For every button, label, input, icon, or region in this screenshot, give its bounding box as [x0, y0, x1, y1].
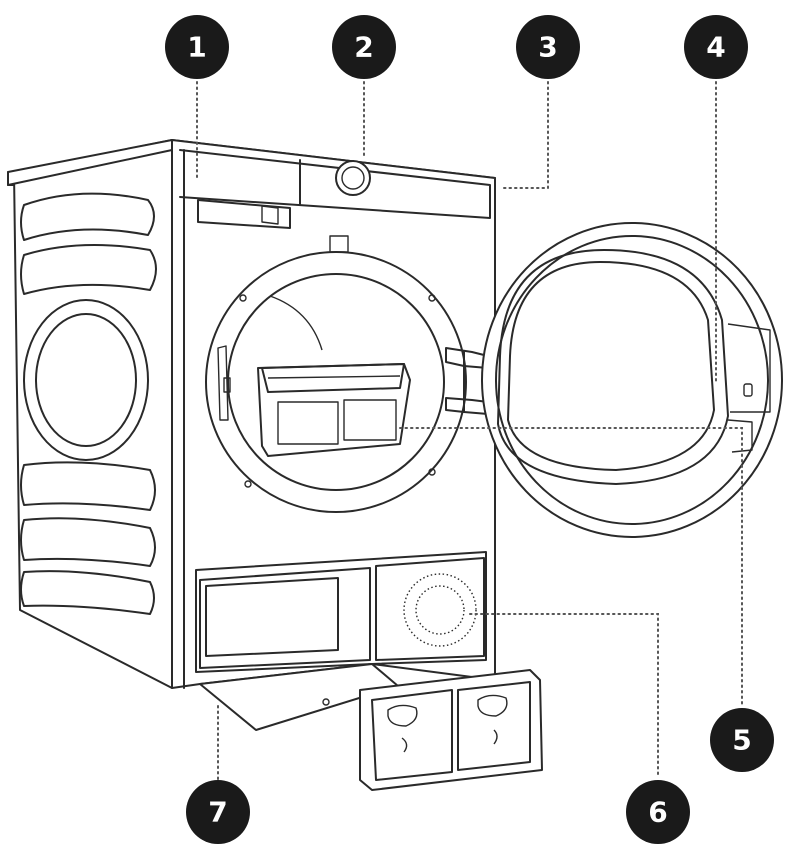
leader-5: [399, 427, 743, 707]
callout-5-number: 5: [732, 724, 751, 757]
callout-1-number: 1: [187, 31, 206, 64]
water-tank-drawer: [197, 199, 291, 229]
callout-7-number: 7: [208, 796, 227, 829]
dryer-body: [7, 139, 496, 689]
lint-filter: [257, 363, 411, 457]
condenser-unit: [359, 669, 543, 791]
bottom-compartments: [195, 551, 487, 673]
leader-6: [469, 613, 659, 779]
program-knob: [335, 160, 371, 196]
callout-2: 2: [332, 15, 396, 79]
door-opening: [205, 235, 467, 513]
callout-5: 5: [710, 708, 774, 772]
callout-7: 7: [186, 780, 250, 844]
open-door: [481, 222, 783, 538]
callout-6: 6: [626, 780, 690, 844]
callout-1: 1: [165, 15, 229, 79]
callout-4: 4: [684, 15, 748, 79]
callout-2-number: 2: [354, 31, 373, 64]
callout-4-number: 4: [706, 31, 725, 64]
callout-3: 3: [516, 15, 580, 79]
leader-lines: [196, 81, 743, 781]
callout-3-number: 3: [538, 31, 557, 64]
side-panel-ribs: [20, 192, 157, 615]
callout-6-number: 6: [648, 796, 667, 829]
leader-3: [499, 81, 549, 189]
